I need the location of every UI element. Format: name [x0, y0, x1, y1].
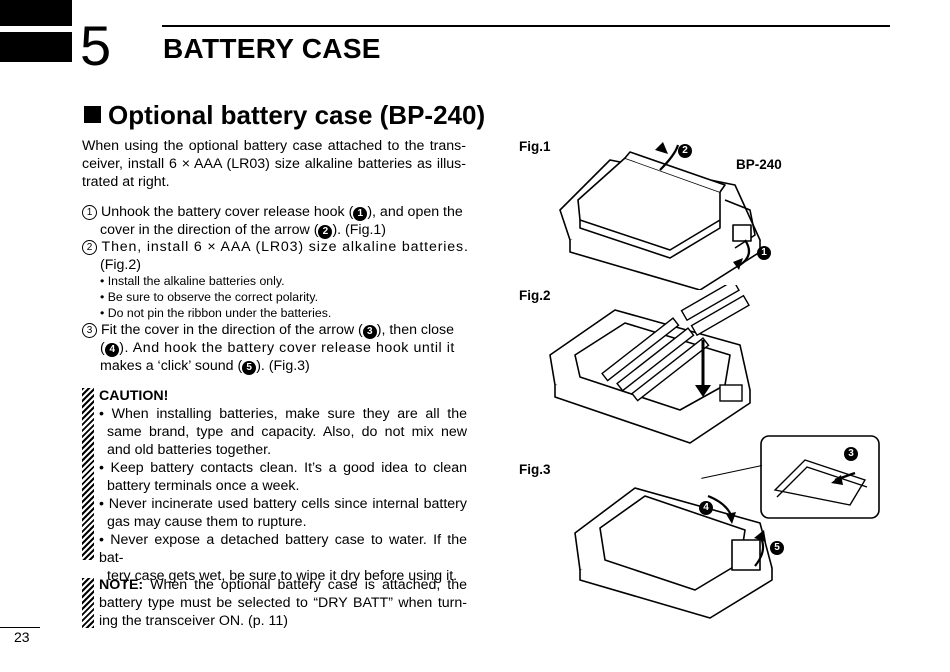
header-rule	[162, 25, 890, 27]
step-marker: 2	[82, 240, 97, 255]
bullet-item: • Be sure to observe the correct polarit…	[100, 290, 319, 304]
callout-3-icon: 3	[362, 325, 377, 339]
bullet-item: • Do not pin the ribbon under the batter…	[100, 306, 332, 320]
caution-item: • Keep battery contacts clean. It’s a go…	[99, 460, 467, 494]
note-hatch-bar	[82, 578, 94, 628]
step-marker: 3	[82, 323, 97, 338]
page-number: 23	[14, 629, 30, 645]
note-block: NOTE: When the optional battery case is …	[99, 576, 467, 630]
caution-hatch-bar	[82, 388, 94, 560]
note-line: NOTE: When the optional battery case is …	[99, 577, 467, 593]
fig3-hook-detail-inset	[760, 435, 880, 519]
step-marker: 1	[82, 205, 97, 220]
step-1-line: 1 Unhook the battery cover release hook …	[82, 203, 466, 221]
callout-5-icon: 5	[242, 361, 257, 375]
callout-1-icon: 1	[353, 207, 368, 221]
fig1-battery-case-illustration	[559, 142, 761, 290]
callout-2-icon: 2	[318, 225, 333, 239]
step-1-line: cover in the direction of the arrow (2).…	[100, 222, 387, 239]
step-3-line: (4). And hook the battery cover release …	[100, 340, 455, 357]
fig3-callout-4: 4	[699, 501, 713, 515]
chapter-tab-top	[0, 0, 72, 26]
caution-item: • Never incinerate used battery cells si…	[99, 496, 467, 530]
callout-4-icon: 4	[105, 343, 120, 357]
square-bullet-icon	[84, 106, 101, 123]
fig2-label: Fig.2	[519, 288, 551, 303]
leader-line	[701, 465, 763, 479]
model-label: BP-240	[736, 157, 782, 172]
bullet-item: • Install the alkaline batteries only.	[100, 274, 285, 288]
caution-item: • Never expose a detached battery case t…	[99, 532, 467, 584]
arrow-icon	[726, 512, 736, 524]
fig3-callout-3: 3	[844, 447, 858, 461]
fig2-battery-installation-illustration	[549, 285, 751, 444]
caution-title: CAUTION!	[99, 388, 169, 404]
fig3-label: Fig.3	[519, 462, 551, 477]
caution-item: • When installing batteries, make sure t…	[99, 406, 467, 458]
caution-block: CAUTION! • When installing batteries, ma…	[99, 387, 467, 585]
step-3-line: 3 Fit the cover in the direction of the …	[82, 321, 466, 339]
chapter-title: BATTERY CASE	[163, 33, 381, 64]
fig1-callout-1: 1	[757, 246, 771, 260]
fig3-callout-5: 5	[770, 541, 784, 555]
arrow-icon	[754, 530, 766, 542]
intro-line: ceiver, install 6 × AAA (LR03) size alka…	[82, 156, 466, 172]
fig3-cover-closing-illustration	[574, 487, 773, 619]
note-label: NOTE:	[99, 577, 144, 593]
arrow-icon	[655, 142, 668, 154]
step-3: 3 Fit the cover in the direction of the …	[82, 321, 466, 375]
note-line: battery type must be selected to “DRY BA…	[99, 595, 467, 611]
intro-line: trated at right.	[82, 174, 170, 190]
arrow-icon	[831, 475, 843, 485]
step-1: 1 Unhook the battery cover release hook …	[82, 203, 466, 239]
step-2: 2 Then, install 6 × AAA (LR03) size alka…	[82, 238, 468, 274]
page-number-rule	[0, 627, 40, 628]
note-line: ing the transceiver ON. (p. 11)	[99, 613, 288, 629]
intro-line: When using the optional battery case att…	[82, 138, 466, 154]
step-2-line: (Fig.2)	[100, 257, 141, 273]
chapter-tab-bottom	[0, 32, 72, 62]
fig1-label: Fig.1	[519, 139, 551, 154]
step-2-line: 2 Then, install 6 × AAA (LR03) size alka…	[82, 238, 468, 256]
intro-paragraph: When using the optional battery case att…	[82, 137, 466, 191]
arrow-icon	[695, 385, 711, 397]
arrow-icon	[733, 258, 743, 270]
section-title: Optional battery case (BP-240)	[84, 98, 485, 132]
step-3-line: makes a ‘click’ sound (5). (Fig.3)	[100, 358, 310, 375]
step-2-bullets: • Install the alkaline batteries only. •…	[100, 273, 470, 321]
fig1-callout-2: 2	[678, 144, 692, 158]
chapter-number: 5	[80, 14, 112, 77]
